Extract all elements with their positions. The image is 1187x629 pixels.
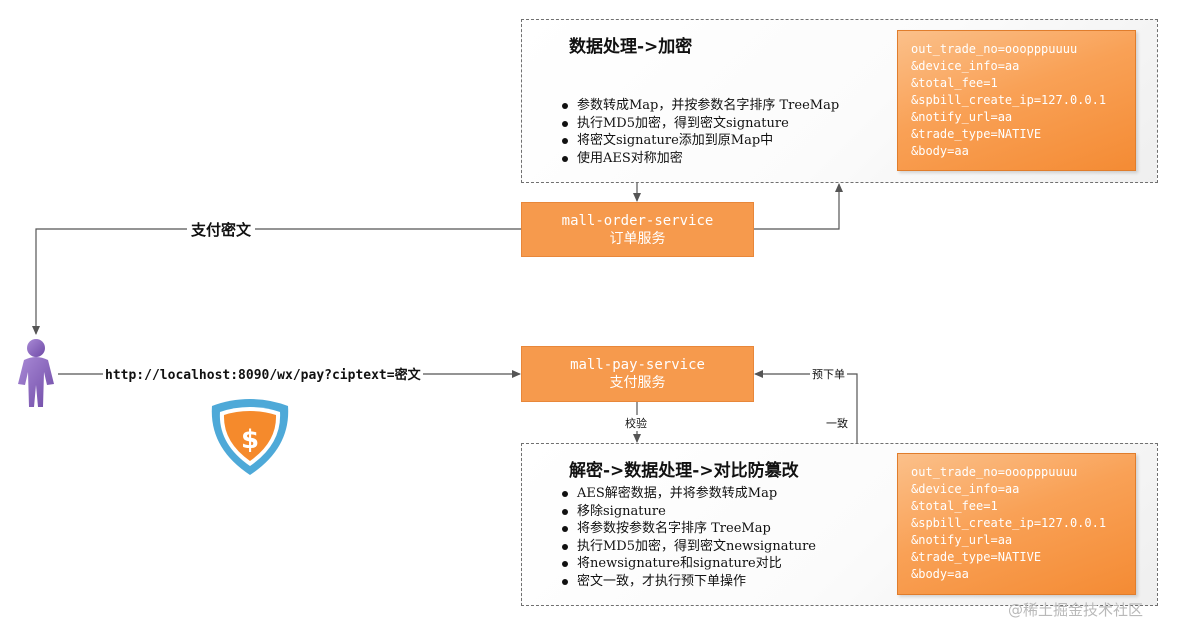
shield-dollar-icon: $ — [211, 399, 289, 475]
encrypt-step: 将密文signature添加到原Map中 — [560, 132, 839, 150]
encrypt-step: 执行MD5加密，得到密文signature — [560, 115, 839, 133]
param-line: &spbill_create_ip=127.0.0.1 — [911, 516, 1107, 530]
encrypt-step-list: 参数转成Map，并按参数名字排序 TreeMap 执行MD5加密，得到密文sig… — [560, 97, 839, 167]
decrypt-panel: 解密->数据处理->对比防篡改 AES解密数据，并将参数转成Map 移除sign… — [521, 443, 1158, 606]
param-line: &spbill_create_ip=127.0.0.1 — [911, 93, 1107, 107]
param-line: &notify_url=aa — [911, 110, 1013, 124]
edge-label-verify: 校验 — [623, 415, 649, 431]
edge-label-pre-order: 预下单 — [810, 366, 847, 382]
arrow-order-to-user — [32, 228, 521, 335]
param-line: out_trade_no=ooopppuuuu — [911, 42, 1078, 56]
decrypt-step: 将newsignature和signature对比 — [560, 555, 816, 573]
decrypt-step: 密文一致，才执行预下单操作 — [560, 573, 816, 591]
edge-label-pay-cipher: 支付密文 — [187, 219, 256, 240]
arrow-order-to-panel — [754, 183, 843, 230]
decrypt-step: 将参数按参数名字排序 TreeMap — [560, 520, 816, 538]
svg-text:$: $ — [241, 425, 259, 455]
decrypt-step-list: AES解密数据，并将参数转成Map 移除signature 将参数按参数名字排序… — [560, 485, 816, 590]
received-params-box: out_trade_no=ooopppuuuu &device_info=aa … — [897, 453, 1136, 595]
decrypt-panel-title: 解密->数据处理->对比防篡改 — [569, 461, 799, 481]
user-icon — [18, 339, 54, 407]
encrypt-step: 参数转成Map，并按参数名字排序 TreeMap — [560, 97, 839, 115]
request-params-box: out_trade_no=ooopppuuuu &device_info=aa … — [897, 30, 1136, 171]
param-line: &total_fee=1 — [911, 76, 998, 90]
encrypt-panel: 数据处理->加密 参数转成Map，并按参数名字排序 TreeMap 执行MD5加… — [521, 19, 1158, 183]
watermark: @稀土掘金技术社区 — [1008, 601, 1144, 619]
edge-label-match: 一致 — [824, 415, 850, 431]
param-line: &notify_url=aa — [911, 533, 1013, 547]
order-service-node: mall-order-service 订单服务 — [521, 202, 754, 257]
order-service-label: 订单服务 — [609, 231, 666, 247]
param-line: &trade_type=NATIVE — [911, 127, 1042, 141]
param-line: &body=aa — [911, 567, 969, 581]
param-line: &total_fee=1 — [911, 499, 998, 513]
param-line: out_trade_no=ooopppuuuu — [911, 465, 1078, 479]
arrow-panel-to-pay — [754, 370, 858, 443]
pay-service-name: mall-pay-service — [570, 357, 705, 373]
encrypt-step: 使用AES对称加密 — [560, 150, 839, 168]
pay-service-label: 支付服务 — [609, 375, 666, 391]
decrypt-step: 移除signature — [560, 503, 816, 521]
pay-service-node: mall-pay-service 支付服务 — [521, 346, 754, 402]
decrypt-step: 执行MD5加密，得到密文newsignature — [560, 538, 816, 556]
decrypt-step: AES解密数据，并将参数转成Map — [560, 485, 816, 503]
param-line: &device_info=aa — [911, 59, 1020, 73]
encrypt-panel-title: 数据处理->加密 — [569, 37, 693, 57]
param-line: &body=aa — [911, 144, 969, 158]
param-line: &trade_type=NATIVE — [911, 550, 1042, 564]
param-line: &device_info=aa — [911, 482, 1020, 496]
order-service-name: mall-order-service — [561, 213, 714, 229]
edge-label-request-url: http://localhost:8090/wx/pay?ciptext=密文 — [103, 364, 423, 383]
